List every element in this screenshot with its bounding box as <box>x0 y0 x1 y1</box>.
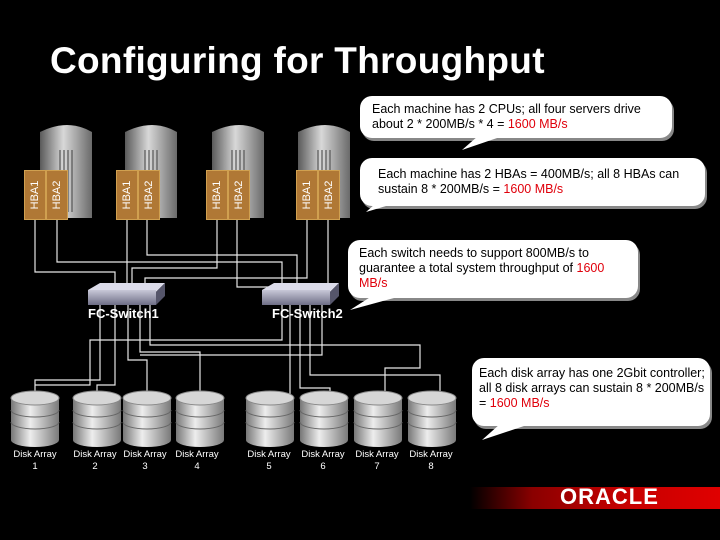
hba-label-6: HBA2 <box>228 170 250 220</box>
switch-label-2: FC-Switch2 <box>272 306 343 321</box>
disk-label-5: Disk Array 5 <box>247 449 291 472</box>
callout-disk-highlight: 1600 MB/s <box>489 396 550 410</box>
disk-label-2: Disk Array 2 <box>73 449 117 472</box>
disk-label-1: Disk Array 1 <box>13 449 57 472</box>
callout-switch: Each switch needs to support 800MB/s to … <box>348 240 638 298</box>
brand-bar <box>470 487 720 509</box>
disk-array-1-icon <box>10 390 60 447</box>
disk-array-4-icon <box>175 390 225 447</box>
callout-cpu-highlight: 1600 MB/s <box>507 117 568 131</box>
hba-label-1: HBA1 <box>24 170 46 220</box>
disk-cylinders <box>10 390 457 447</box>
callout-switch-highlight: 1600 MB/s <box>359 261 605 290</box>
callout-cpu: Each machine has 2 CPUs; all four server… <box>360 96 672 138</box>
disk-label-6: Disk Array 6 <box>301 449 345 472</box>
callout-disk-text: Each disk array has one 2Gbit controller… <box>479 366 705 410</box>
hba-label-3: HBA1 <box>116 170 138 220</box>
page-title: Configuring for Throughput <box>50 40 545 81</box>
disk-label-3: Disk Array 3 <box>123 449 167 472</box>
hba-label-2: HBA2 <box>46 170 68 220</box>
disk-array-6-icon <box>299 390 349 447</box>
hba-label-7: HBA1 <box>296 170 318 220</box>
disk-array-3-icon <box>122 390 172 447</box>
disk-array-8-icon <box>407 390 457 447</box>
callout-hba-text: Each machine has 2 HBAs = 400MB/s; all 8… <box>378 167 680 196</box>
hba-label-5: HBA1 <box>206 170 228 220</box>
disk-array-2-icon <box>72 390 122 447</box>
switch-label-1: FC-Switch1 <box>88 306 159 321</box>
callout-cpu-text: Each machine has 2 CPUs; all four server… <box>372 102 641 131</box>
callout-hba: Each machine has 2 HBAs = 400MB/s; all 8… <box>360 158 705 206</box>
callout-switch-text: Each switch needs to support 800MB/s to … <box>359 246 589 275</box>
disk-label-8: Disk Array 8 <box>409 449 453 472</box>
fc-switch-1-device <box>88 283 165 305</box>
disk-label-7: Disk Array 7 <box>355 449 399 472</box>
hba-label-4: HBA2 <box>138 170 160 220</box>
callout-hba-highlight: 1600 MB/s <box>503 182 564 196</box>
disk-array-7-icon <box>353 390 403 447</box>
disk-label-4: Disk Array 4 <box>175 449 219 472</box>
hba-label-8: HBA2 <box>318 170 340 220</box>
disk-array-5-icon <box>245 390 295 447</box>
fc-switch-2-device <box>262 283 339 305</box>
hba-switch-links <box>34 218 329 288</box>
callout-disk: Each disk array has one 2Gbit controller… <box>472 358 710 426</box>
oracle-logo: ORACLE <box>560 484 659 509</box>
